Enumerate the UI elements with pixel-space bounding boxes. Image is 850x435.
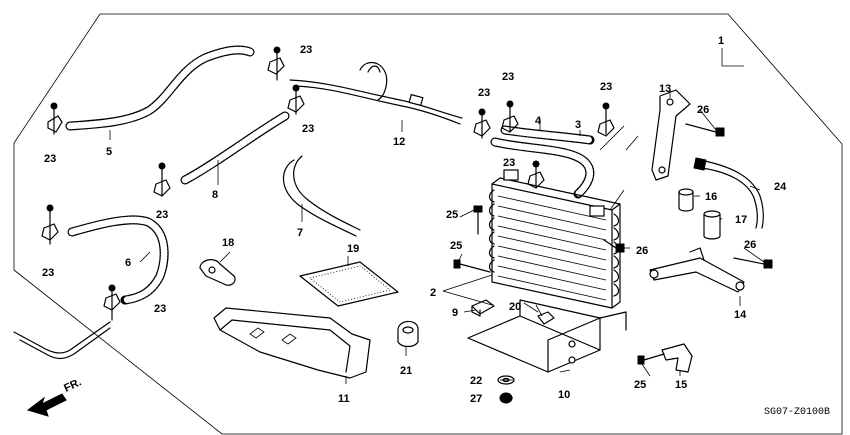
diagram-code: SG07-Z0100B [764,407,830,418]
callout-9: 9 [452,307,458,319]
bolt-25-a [473,205,483,235]
callout-25-c: 25 [634,379,646,391]
callout-11: 11 [338,393,350,405]
clamp-23-g [473,108,491,139]
callout-16: 16 [705,191,717,203]
bolt-26-a [685,123,725,137]
bolt-25-c [637,353,665,365]
callout-23-f: 23 [154,303,166,315]
callout-23-b: 23 [300,44,312,56]
callout-3: 3 [575,119,581,131]
callout-6: 6 [125,257,131,269]
callout-23-d: 23 [156,209,168,221]
pad-19 [299,261,399,307]
hose-3 [490,137,595,199]
oil-cooler-2 [488,169,621,309]
hose-6 [67,215,169,305]
clamp-23-h [501,100,519,133]
bolt-26-c [733,257,773,269]
cover-11 [213,307,371,379]
callout-15: 15 [675,379,687,391]
callout-18: 18 [222,237,234,249]
clamp-23-c [287,84,305,115]
callout-13: 13 [659,83,671,95]
callout-14: 14 [734,309,747,321]
hose-4 [500,125,595,145]
clamp-23-f [103,284,121,321]
callout-26-b: 26 [636,245,648,257]
collar-17 [703,210,721,240]
callout-2: 2 [430,287,436,299]
callout-1: 1 [718,35,724,47]
bracket-10 [467,299,627,373]
clip-20 [537,311,555,325]
callout-23-e: 23 [42,267,54,279]
collar-16 [678,188,694,212]
hose-8 [180,111,290,185]
grommet-21 [397,320,419,348]
callout-27: 27 [470,393,482,405]
pipe-lower-left [13,321,111,354]
callout-26-a: 26 [697,104,709,116]
callout-5: 5 [106,146,112,158]
callout-23-j: 23 [503,157,515,169]
callout-23-h: 23 [502,71,514,83]
bracket-13 [651,89,691,181]
assembly-boundary [13,13,843,435]
stay-14 [649,247,745,293]
front-direction-arrow-icon: FR. [26,376,83,417]
clamp-23-e [41,204,59,245]
callout-12: 12 [393,136,405,148]
clamp-23-b [267,46,285,81]
callout-4: 4 [535,115,542,127]
pipe-12 [289,61,463,125]
hose-5 [65,45,255,131]
callout-23-c: 23 [302,123,314,135]
bracket-15 [661,343,693,373]
clamp-23-a [47,102,63,135]
bolt-25-b [453,259,491,273]
callout-19: 19 [347,243,359,255]
clip-18 [199,259,236,286]
clamp-23-d [153,162,171,197]
callout-7: 7 [297,227,303,239]
clamp-23-j [527,160,545,189]
callout-25-a: 25 [446,209,458,221]
callout-23-a: 23 [44,153,56,165]
callout-23-g: 23 [478,87,490,99]
strap-7 [282,155,361,237]
callout-21: 21 [400,365,412,377]
callout-20: 20 [509,301,521,313]
callout-17: 17 [735,214,747,226]
callout-22: 22 [470,375,482,387]
callout-23-i: 23 [600,81,612,93]
svg-text:FR.: FR. [62,376,83,394]
callout-25-b: 25 [450,240,462,252]
strap-24 [693,157,764,229]
callout-8: 8 [212,189,218,201]
callout-24: 24 [774,181,787,193]
clamp-23-i [597,102,615,137]
callout-10: 10 [558,389,570,401]
callout-26-c: 26 [744,239,756,251]
